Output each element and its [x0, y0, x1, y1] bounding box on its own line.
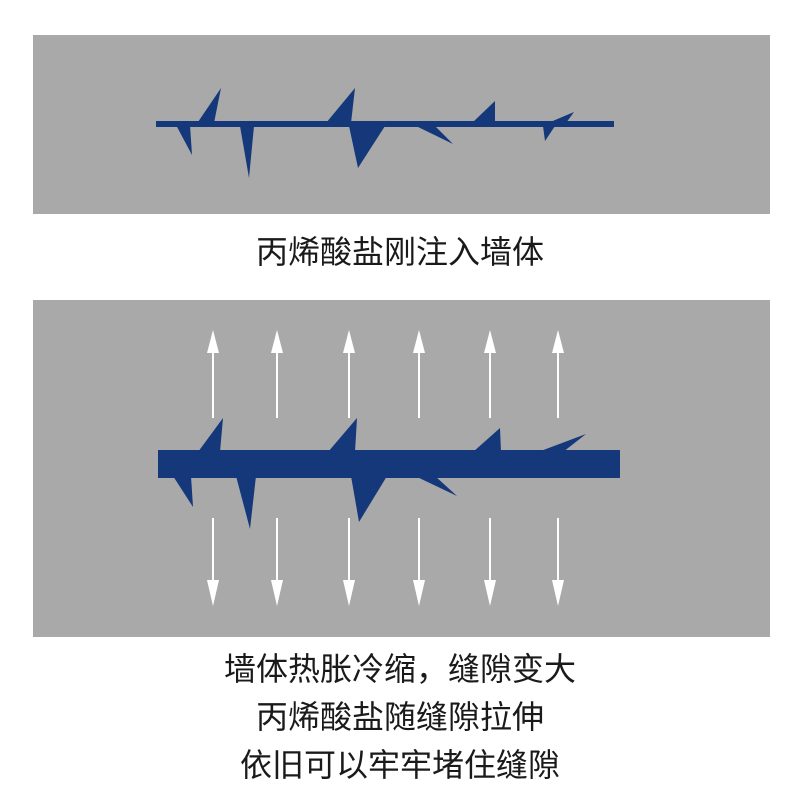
- panel-wall-initial: [33, 35, 770, 214]
- crack-barb: [326, 88, 355, 123]
- crack-barb: [236, 476, 256, 529]
- acrylate-filled-crack-thin: [156, 88, 614, 178]
- crack-barb: [240, 126, 254, 178]
- crack-barb: [538, 434, 586, 452]
- crack-barb: [415, 476, 457, 496]
- acrylate-thin-crack-figure: [33, 35, 770, 214]
- crack-barb: [416, 126, 453, 144]
- caption-line: 墙体热胀冷缩，缝隙变大: [0, 645, 800, 693]
- thick-crack-band: [158, 450, 620, 478]
- crack-barb: [176, 125, 192, 155]
- crack-barb: [349, 126, 385, 168]
- crack-barb: [198, 88, 221, 123]
- panel-wall-expanded: [33, 300, 770, 637]
- crack-barb: [173, 476, 193, 507]
- caption-line: 依旧可以牢牢堵住缝隙: [0, 741, 800, 789]
- acrylate-filled-crack-thick: [158, 418, 620, 529]
- caption-line: 丙烯酸盐随缝隙拉伸: [0, 693, 800, 741]
- crack-barb: [473, 428, 501, 452]
- caption-acrylate-injected: 丙烯酸盐刚注入墙体: [0, 228, 800, 276]
- crack-barb: [473, 101, 495, 123]
- crack-barb: [198, 418, 223, 452]
- crack-barb: [328, 418, 357, 452]
- crack-barb: [351, 476, 387, 522]
- crack-barb: [543, 126, 555, 141]
- acrylate-stretched-crack-figure: [33, 300, 770, 637]
